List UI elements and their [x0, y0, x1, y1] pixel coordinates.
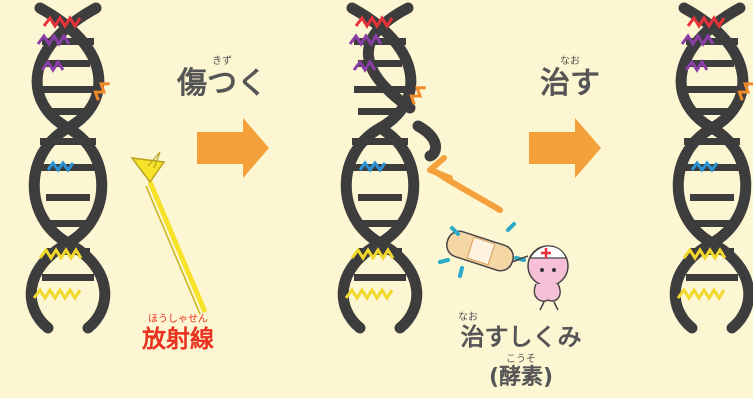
dna-helix-original	[31, 8, 110, 328]
repair-mechanism-ruby: なお	[458, 312, 478, 323]
enzyme-text: (酵素)	[488, 365, 554, 390]
enzyme-label: こうそ (酵素)	[466, 354, 576, 391]
radiation-ruby: ほうしゃせん	[148, 314, 208, 325]
step-arrow-damage-icon	[197, 118, 269, 178]
step-repair-ruby: なお	[560, 56, 580, 67]
radiation-text: 放射線	[142, 325, 214, 353]
step-damage-ruby: きず	[212, 56, 232, 67]
radiation-label: ほうしゃせん 放射線	[128, 314, 228, 353]
step-damage-text: 傷つく	[177, 66, 267, 101]
repair-pointer-arrow-icon	[427, 155, 503, 213]
step-repair-label: なお 治す	[520, 56, 620, 101]
enzyme-character-icon	[438, 222, 569, 311]
step-arrow-repair-icon	[529, 118, 601, 178]
step-damage-label: きず 傷つく	[162, 56, 282, 101]
step-repair-text: 治す	[540, 66, 600, 101]
dna-helix-repaired	[675, 8, 753, 328]
radiation-arrow-icon	[130, 151, 208, 315]
repair-mechanism-label: なお 治すしくみ	[436, 312, 606, 351]
dna-helix-damaged	[337, 2, 442, 334]
enzyme-ruby: こうそ	[506, 354, 536, 365]
repair-mechanism-text: 治すしくみ	[460, 323, 582, 351]
